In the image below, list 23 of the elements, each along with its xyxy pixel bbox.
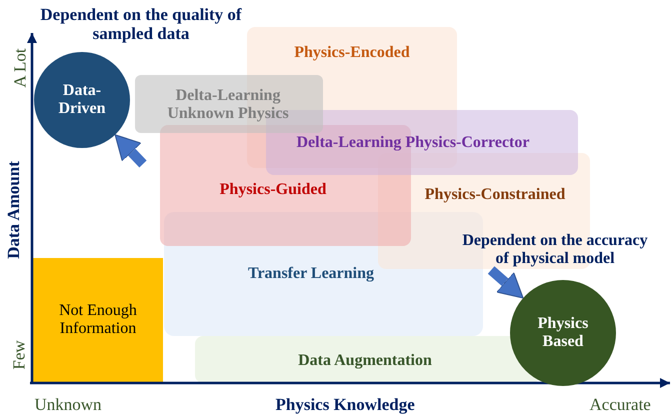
block-arrow <box>488 266 524 299</box>
region-label: Transfer Learning <box>246 265 376 284</box>
axis-tick-label: Few <box>9 340 30 370</box>
region-label: Physics Based <box>536 314 590 352</box>
block-arrow <box>114 134 147 168</box>
method-region <box>135 75 323 133</box>
method-region <box>195 336 540 383</box>
region-label: Data-Driven <box>57 82 107 118</box>
info-box <box>33 258 163 383</box>
region-label: Delta-Learning Unknown Physics <box>166 86 290 124</box>
axis-tick-label: Accurate <box>590 395 651 415</box>
annotation-text: Dependent on the quality of sampled data <box>39 4 243 44</box>
axis-tick-label: Unknown <box>34 395 102 415</box>
region-label: Data Augmentation <box>297 352 433 370</box>
axis-title: Data Amount <box>4 161 24 259</box>
axis-title: Physics Knowledge <box>276 395 415 415</box>
region-label: Physics-Encoded <box>293 44 411 62</box>
region-label: Not Enough Information <box>58 302 138 338</box>
axis-tick-label: A Lot <box>10 48 30 88</box>
region-label: Delta-Learning Physics-Corrector <box>296 134 530 152</box>
annotation-text: Dependent on the accuracy of physical model <box>461 232 649 268</box>
region-label: Physics-Constrained <box>424 186 566 204</box>
region-label: Physics-Guided <box>218 181 328 200</box>
